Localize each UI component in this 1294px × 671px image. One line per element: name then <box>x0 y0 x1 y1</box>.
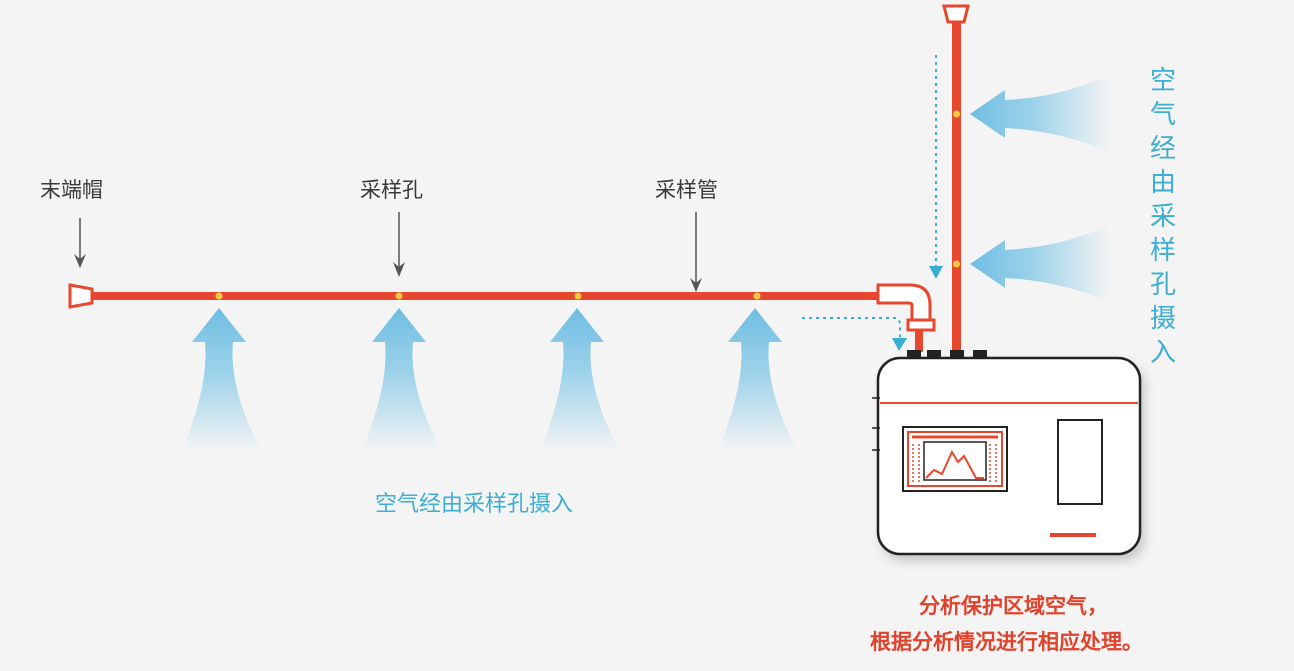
airflow-arrow-icon <box>970 225 1110 302</box>
airflow-arrow-icon <box>718 308 798 452</box>
airflow-arrow-icon <box>182 308 262 452</box>
analysis-text-line2: 根据分析情况进行相应处理。 <box>870 630 1143 654</box>
sampling-hole <box>215 292 223 300</box>
flow-arrowhead-icon <box>892 338 907 351</box>
detector-unit-icon <box>872 350 1142 556</box>
down-arrow-icon <box>393 262 405 277</box>
flow-arrowhead-icon <box>929 266 943 279</box>
air-intake-horizontal-label: 空气经由采样孔摄入 <box>375 492 574 517</box>
airflow-arrow-icon <box>362 308 442 452</box>
detector-panel <box>1057 419 1103 505</box>
end-cap-icon <box>68 283 94 309</box>
end-cap-icon <box>942 4 970 24</box>
analysis-text-line1: 分析保护区域空气， <box>919 594 1108 618</box>
airflow-arrows-vertical <box>970 75 1110 302</box>
sampling-hole <box>574 292 582 300</box>
airflow-arrows-horizontal <box>182 308 798 452</box>
sampling-hole-label: 采样孔 <box>360 178 423 202</box>
sampling-hole <box>753 292 761 300</box>
sampling-pipe-horizontal <box>68 283 936 352</box>
sampling-pipe-label: 采样管 <box>655 178 718 202</box>
air-intake-vertical-label: 空气经由采样孔摄入 <box>1149 66 1176 368</box>
elbow-joint-icon <box>876 283 932 324</box>
detector-graph <box>925 449 984 479</box>
end-cap-label: 末端帽 <box>40 178 103 202</box>
flow-direction-lines <box>802 55 943 351</box>
sampling-hole <box>953 110 960 118</box>
sampling-hole <box>953 260 960 268</box>
down-arrow-icon <box>74 254 86 268</box>
airflow-arrow-icon <box>540 308 620 452</box>
airflow-arrow-icon <box>970 75 1110 152</box>
down-arrow-icon <box>690 278 702 292</box>
sampling-hole <box>395 292 403 300</box>
sampling-pipe-vertical <box>942 4 970 352</box>
pointer-arrows <box>74 212 702 292</box>
